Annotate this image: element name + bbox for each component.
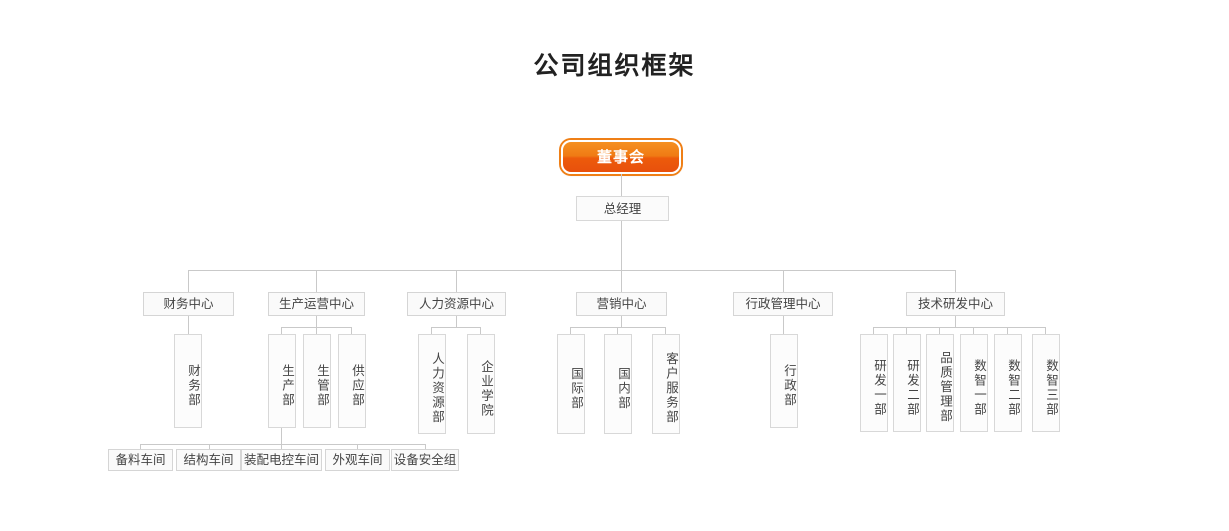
connector-technology-rd-stem (955, 316, 956, 327)
node-dept-digital-1-label: 数智一部 (972, 358, 987, 417)
connector-bus-to-production-dept (281, 327, 282, 334)
node-dept-digital-3-label: 数智三部 (1044, 358, 1059, 417)
node-dept-production-mgmt-label: 生管部 (315, 363, 330, 408)
page-title: 公司组织框架 (533, 51, 696, 80)
node-center-production-ops-label: 生产运营中心 (278, 296, 354, 312)
connector-bus-to-workshop-material-prep (140, 444, 141, 449)
node-center-production-ops[interactable]: 生产运营中心 (268, 292, 365, 316)
connector-gm-stem (621, 221, 622, 270)
connector-bus-to-customer-service-dept (665, 327, 666, 334)
node-center-administration-label: 行政管理中心 (745, 296, 821, 312)
connector-production-dept-stem (281, 428, 282, 444)
node-dept-human-resources[interactable]: 人力资源部 (418, 334, 446, 434)
connector-bus-to-workshop-assembly-electrical (281, 444, 282, 449)
node-board-of-directors-label: 董事会 (596, 147, 645, 166)
connector-bus-to-production-ops (316, 270, 317, 292)
node-dept-customer-service-label: 客户服务部 (664, 352, 679, 425)
node-workshop-equipment-safety[interactable]: 设备安全组 (391, 449, 459, 471)
node-dept-quality-mgmt-label: 品质管理部 (938, 351, 953, 424)
node-dept-international[interactable]: 国际部 (557, 334, 585, 434)
connector-bus-to-corporate-academy (480, 327, 481, 334)
connector-marketing-bus (570, 327, 666, 328)
node-dept-finance-label: 财务部 (186, 363, 201, 408)
connector-bus-to-domestic-dept (617, 327, 618, 334)
node-dept-customer-service[interactable]: 客户服务部 (652, 334, 680, 434)
node-dept-corporate-academy-label: 企业学院 (479, 359, 494, 418)
node-dept-supply[interactable]: 供应部 (338, 334, 366, 428)
node-center-finance-label: 财务中心 (163, 296, 214, 312)
node-dept-administration-label: 行政部 (782, 363, 797, 408)
node-dept-corporate-academy[interactable]: 企业学院 (467, 334, 495, 434)
connector-workshops-bus (140, 444, 425, 445)
node-general-manager[interactable]: 总经理 (576, 196, 669, 221)
connector-production-ops-stem (316, 316, 317, 327)
node-center-technology-rd-label: 技术研发中心 (917, 296, 993, 312)
connector-bus-to-workshop-equipment-safety (425, 444, 426, 449)
connector-bus-to-digital-dept-1 (973, 327, 974, 334)
node-center-technology-rd[interactable]: 技术研发中心 (906, 292, 1005, 316)
node-general-manager-label: 总经理 (603, 200, 642, 216)
node-dept-finance[interactable]: 财务部 (174, 334, 202, 428)
node-dept-international-label: 国际部 (569, 366, 584, 411)
connector-bus-to-rd-dept-2 (906, 327, 907, 334)
node-board-of-directors[interactable]: 董事会 (561, 140, 681, 174)
connector-bus-to-administration (783, 270, 784, 292)
node-dept-digital-1[interactable]: 数智一部 (960, 334, 988, 432)
connector-bus-to-technology-rd (955, 270, 956, 292)
node-center-finance[interactable]: 财务中心 (143, 292, 234, 316)
node-workshop-appearance[interactable]: 外观车间 (325, 449, 390, 471)
node-dept-production-mgmt[interactable]: 生管部 (303, 334, 331, 428)
node-workshop-appearance-label: 外观车间 (332, 452, 383, 468)
node-dept-supply-label: 供应部 (350, 363, 365, 408)
connector-marketing-stem (621, 316, 622, 327)
connector-bus-to-human-resources (456, 270, 457, 292)
node-dept-domestic-label: 国内部 (616, 366, 631, 411)
node-workshop-material-prep-label: 备料车间 (115, 452, 166, 468)
node-center-administration[interactable]: 行政管理中心 (733, 292, 833, 316)
node-dept-production[interactable]: 生产部 (268, 334, 296, 428)
node-workshop-equipment-safety-label: 设备安全组 (393, 452, 457, 468)
connector-human-resources-bus (431, 327, 481, 328)
node-dept-digital-3[interactable]: 数智三部 (1032, 334, 1060, 432)
connector-human-resources-stem (456, 316, 457, 327)
node-workshop-material-prep[interactable]: 备料车间 (108, 449, 173, 471)
node-workshop-assembly-electrical-label: 装配电控车间 (243, 452, 319, 468)
node-dept-production-label: 生产部 (280, 363, 295, 408)
connector-bus-to-hr-dept (431, 327, 432, 334)
node-dept-digital-2[interactable]: 数智二部 (994, 334, 1022, 432)
connector-centers-bus (188, 270, 956, 271)
node-dept-rd-1[interactable]: 研发一部 (860, 334, 888, 432)
node-dept-rd-1-label: 研发一部 (872, 358, 887, 417)
node-dept-quality-mgmt[interactable]: 品质管理部 (926, 334, 954, 432)
node-dept-administration[interactable]: 行政部 (770, 334, 798, 428)
connector-finance-to-dept (188, 316, 189, 334)
connector-bus-to-international-dept (570, 327, 571, 334)
node-dept-digital-2-label: 数智二部 (1006, 358, 1021, 417)
connector-bus-to-marketing (621, 270, 622, 292)
connector-bus-to-rd-dept-1 (873, 327, 874, 334)
node-dept-rd-2[interactable]: 研发二部 (893, 334, 921, 432)
connector-bus-to-workshop-appearance (357, 444, 358, 449)
connector-bus-to-digital-dept-3 (1045, 327, 1046, 334)
connector-bus-to-finance (188, 270, 189, 292)
connector-bus-to-supply-dept (351, 327, 352, 334)
node-dept-domestic[interactable]: 国内部 (604, 334, 632, 434)
connector-bus-to-digital-dept-2 (1007, 327, 1008, 334)
connector-board-to-gm (621, 174, 622, 196)
connector-administration-to-dept (783, 316, 784, 334)
node-workshop-structure[interactable]: 结构车间 (176, 449, 241, 471)
connector-bus-to-quality-mgmt-dept (939, 327, 940, 334)
node-workshop-structure-label: 结构车间 (183, 452, 234, 468)
node-dept-human-resources-label: 人力资源部 (430, 352, 445, 425)
node-workshop-assembly-electrical[interactable]: 装配电控车间 (241, 449, 322, 471)
node-center-human-resources[interactable]: 人力资源中心 (407, 292, 506, 316)
connector-technology-rd-bus (873, 327, 1045, 328)
node-dept-rd-2-label: 研发二部 (905, 358, 920, 417)
node-center-marketing-label: 营销中心 (596, 296, 647, 312)
node-center-human-resources-label: 人力资源中心 (418, 296, 494, 312)
connector-bus-to-workshop-structure (209, 444, 210, 449)
node-center-marketing[interactable]: 营销中心 (576, 292, 667, 316)
connector-bus-to-production-mgmt-dept (316, 327, 317, 334)
